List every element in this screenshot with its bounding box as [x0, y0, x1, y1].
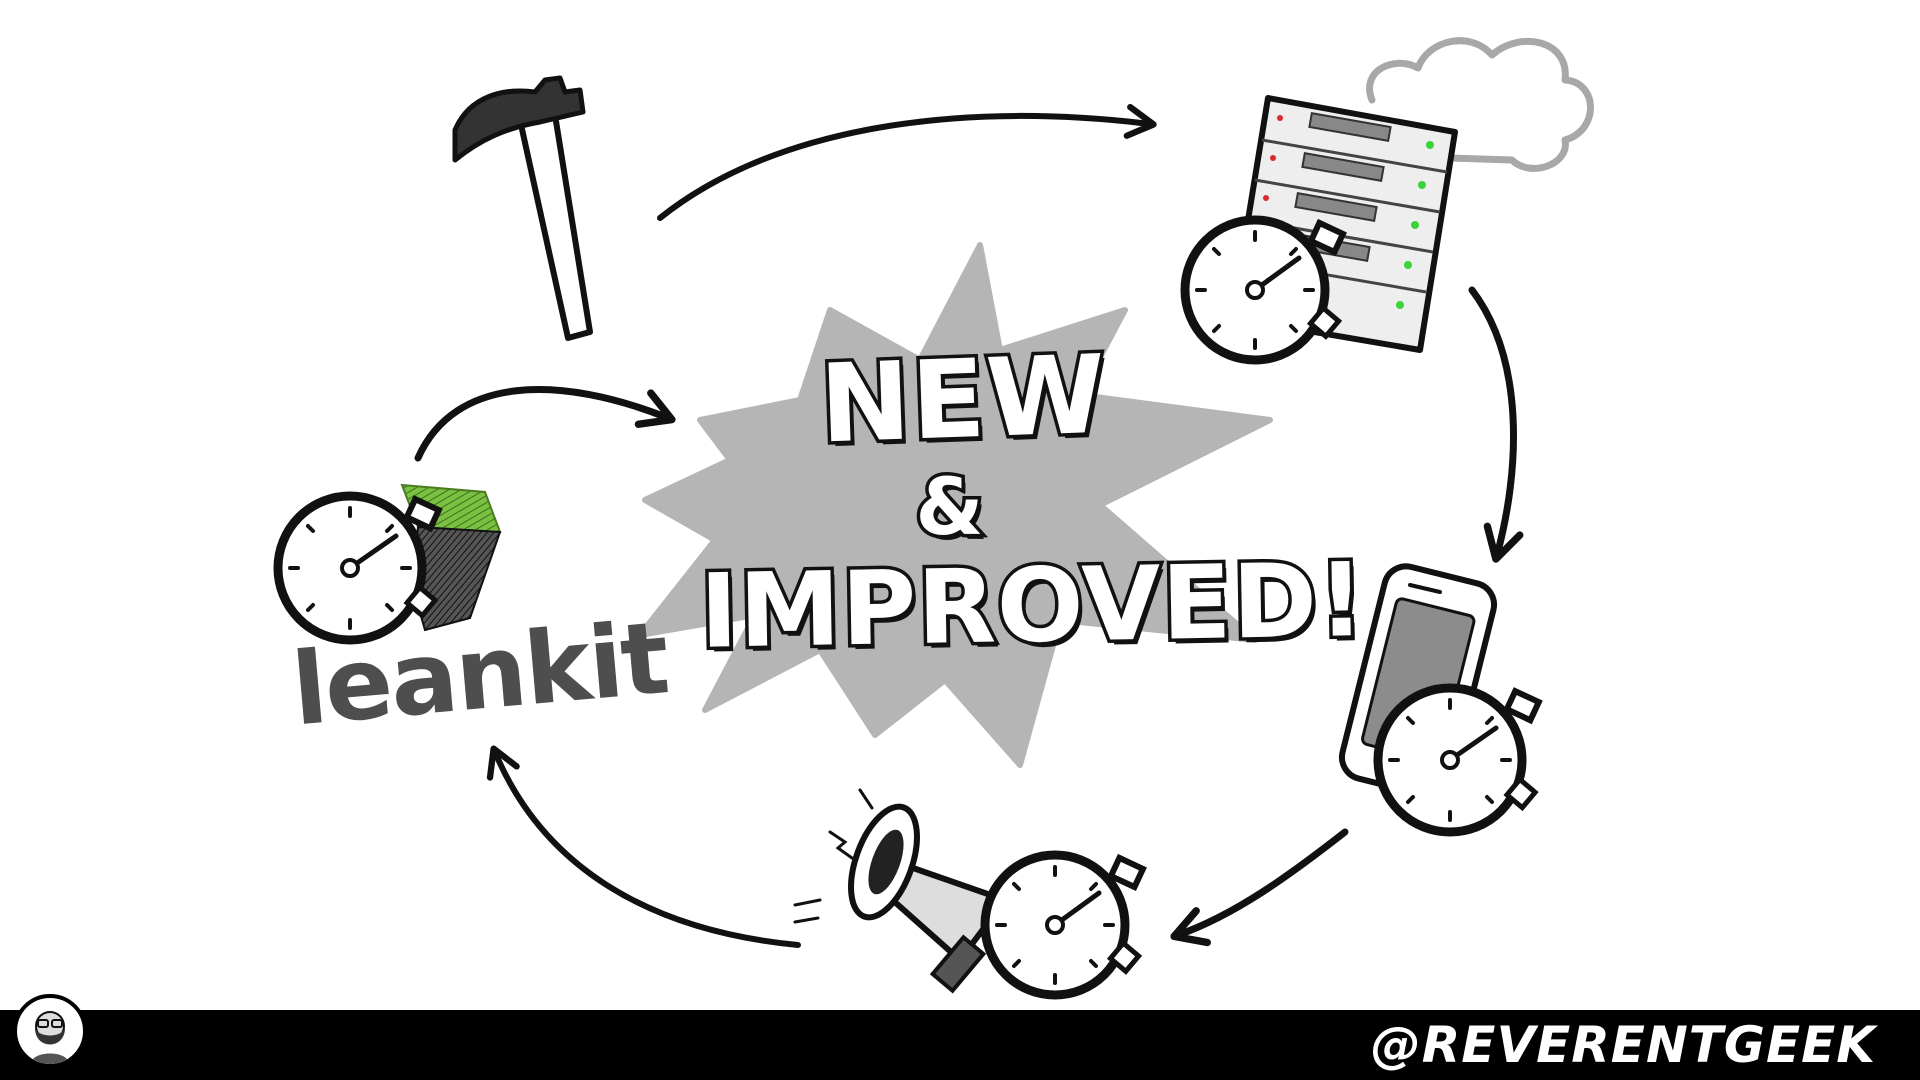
stopwatch-icon: [273, 491, 443, 645]
megaphone-icon: [793, 788, 1008, 994]
twitter-handle[interactable]: @REVERENTGEEK: [1370, 1016, 1876, 1074]
explosion-burst: [637, 242, 1273, 768]
bearded-face-icon: [31, 1011, 69, 1064]
hammer-icon: [452, 75, 593, 341]
arrow-server-to-phone: [1468, 286, 1524, 563]
footer-bar: [0, 1010, 1920, 1080]
stopwatch-icon: [1180, 215, 1347, 365]
avatar: [13, 994, 87, 1068]
cloud-icon: [1366, 37, 1594, 172]
arrow-hammer-to-server: [657, 103, 1157, 221]
stopwatch-icon: [980, 850, 1147, 1000]
arrow-leankit-to-center: [414, 386, 676, 462]
arrow-megaphone-to-leankit: [486, 745, 801, 948]
stopwatch-icon: [1373, 683, 1543, 837]
arrow-phone-to-megaphone: [1170, 828, 1349, 947]
